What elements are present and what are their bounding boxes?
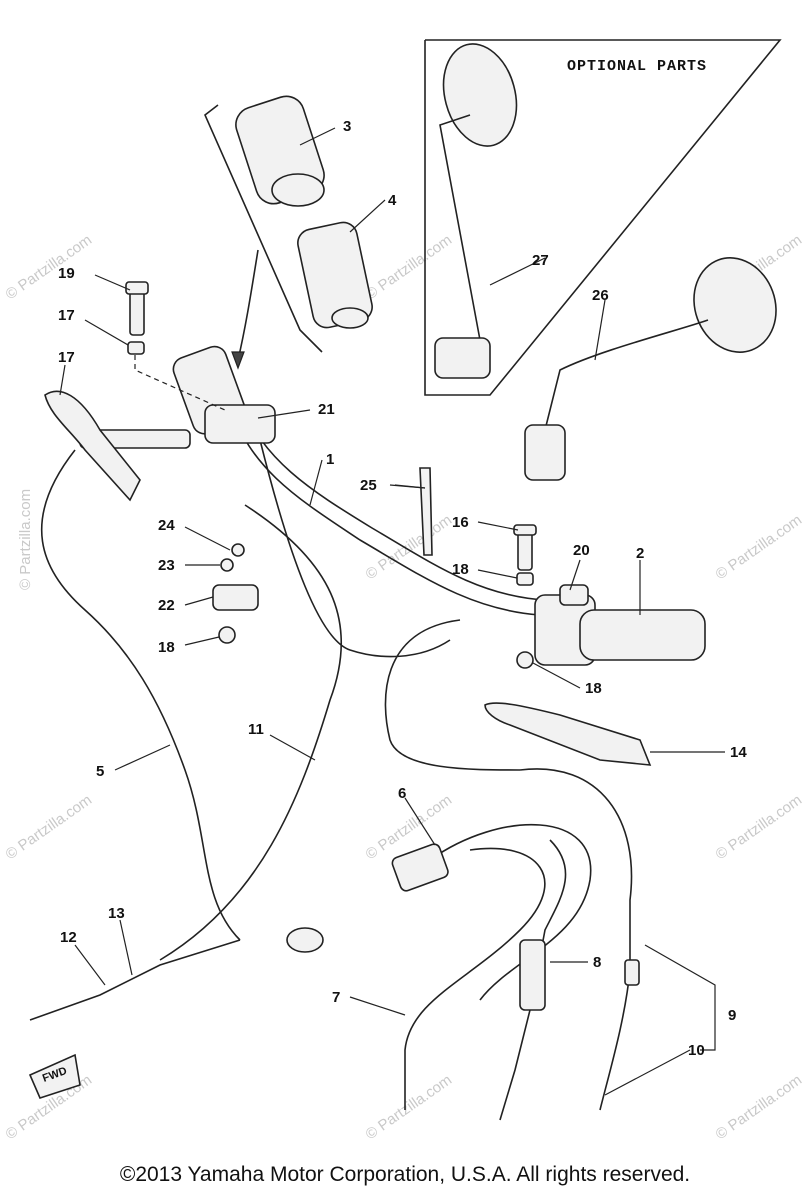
optional-parts-label: OPTIONAL PARTS xyxy=(567,58,707,75)
fwd-arrow: FWD xyxy=(28,1053,81,1099)
optional-parts-box: OPTIONAL PARTS xyxy=(424,39,782,396)
callout-1: 1 xyxy=(326,451,334,468)
callout-labels: 3 4 19 17 17 21 1 25 16 18 20 2 24 23 22… xyxy=(58,118,747,1059)
callout-18: 18 xyxy=(158,639,175,656)
grip-box-outline xyxy=(204,104,323,353)
callout-17b: 18 xyxy=(452,561,469,578)
callout-22: 22 xyxy=(158,597,175,614)
callout-19: 19 xyxy=(58,265,75,282)
clutch-lever-15 xyxy=(44,390,141,502)
callout-3: 3 xyxy=(343,118,351,135)
watermark: © Partzilla.com xyxy=(363,511,456,583)
left-grip-assembly xyxy=(79,345,276,449)
small-parts xyxy=(125,281,537,669)
callout-8: 8 xyxy=(593,954,601,971)
watermark: © Partzilla.com xyxy=(713,511,806,583)
callout-11: 11 xyxy=(248,721,264,738)
watermarks: © Partzilla.com © Partzilla.com © Partzi… xyxy=(3,231,806,1143)
clutch-cable-5 xyxy=(41,449,241,941)
callout-26: 26 xyxy=(592,287,609,304)
arrow-grip xyxy=(237,249,259,361)
mirror-27 xyxy=(434,43,518,379)
watermark-vertical: © Partzilla.com xyxy=(17,489,34,590)
cable-12 xyxy=(29,939,241,1021)
right-grip-assembly xyxy=(534,584,706,666)
callout-4: 4 xyxy=(388,192,397,209)
cable-7 xyxy=(404,847,546,1110)
copyright-notice: ©2013 Yamaha Motor Corporation, U.S.A. A… xyxy=(119,1163,691,1186)
callout-14: 14 xyxy=(730,744,747,761)
watermark: © Partzilla.com xyxy=(713,1071,806,1143)
watermark: © Partzilla.com xyxy=(363,1071,456,1143)
grip-3 xyxy=(235,95,325,207)
callout-16: 16 xyxy=(452,514,469,531)
callout-5: 5 xyxy=(96,763,104,780)
cable-6-upper xyxy=(384,619,521,771)
callout-17: 17 xyxy=(58,307,75,324)
callout-2: 2 xyxy=(636,545,644,562)
leader-lines xyxy=(59,127,725,1096)
callout-9: 9 xyxy=(728,1007,736,1024)
callout-18b: 18 xyxy=(585,680,602,697)
callout-12: 12 xyxy=(60,929,77,946)
strap-25 xyxy=(419,467,433,556)
mirror-26 xyxy=(524,257,777,481)
callout-25: 25 xyxy=(360,477,377,494)
brake-lever-14 xyxy=(484,702,652,766)
handlebar-exploded-diagram: © Partzilla.com © Partzilla.com © Partzi… xyxy=(3,39,806,1143)
callout-20: 20 xyxy=(573,542,590,559)
callout-6: 6 xyxy=(398,785,406,802)
cables xyxy=(29,449,640,1121)
callout-27: 27 xyxy=(532,252,549,269)
cable-9 xyxy=(519,768,633,1111)
throttle-tube-4 xyxy=(297,221,373,329)
callout-7: 7 xyxy=(332,989,340,1006)
watermark: © Partzilla.com xyxy=(713,791,806,863)
watermark: © Partzilla.com xyxy=(363,231,456,303)
callout-21: 21 xyxy=(318,401,335,418)
callout-10: 10 xyxy=(688,1042,705,1059)
cable-11 xyxy=(159,504,343,961)
callout-15: 17 xyxy=(58,349,75,366)
callout-24: 24 xyxy=(158,517,175,534)
callout-13: 13 xyxy=(108,905,125,922)
watermark: © Partzilla.com xyxy=(3,231,96,303)
watermark: © Partzilla.com xyxy=(3,791,96,863)
callout-23: 23 xyxy=(158,557,175,574)
